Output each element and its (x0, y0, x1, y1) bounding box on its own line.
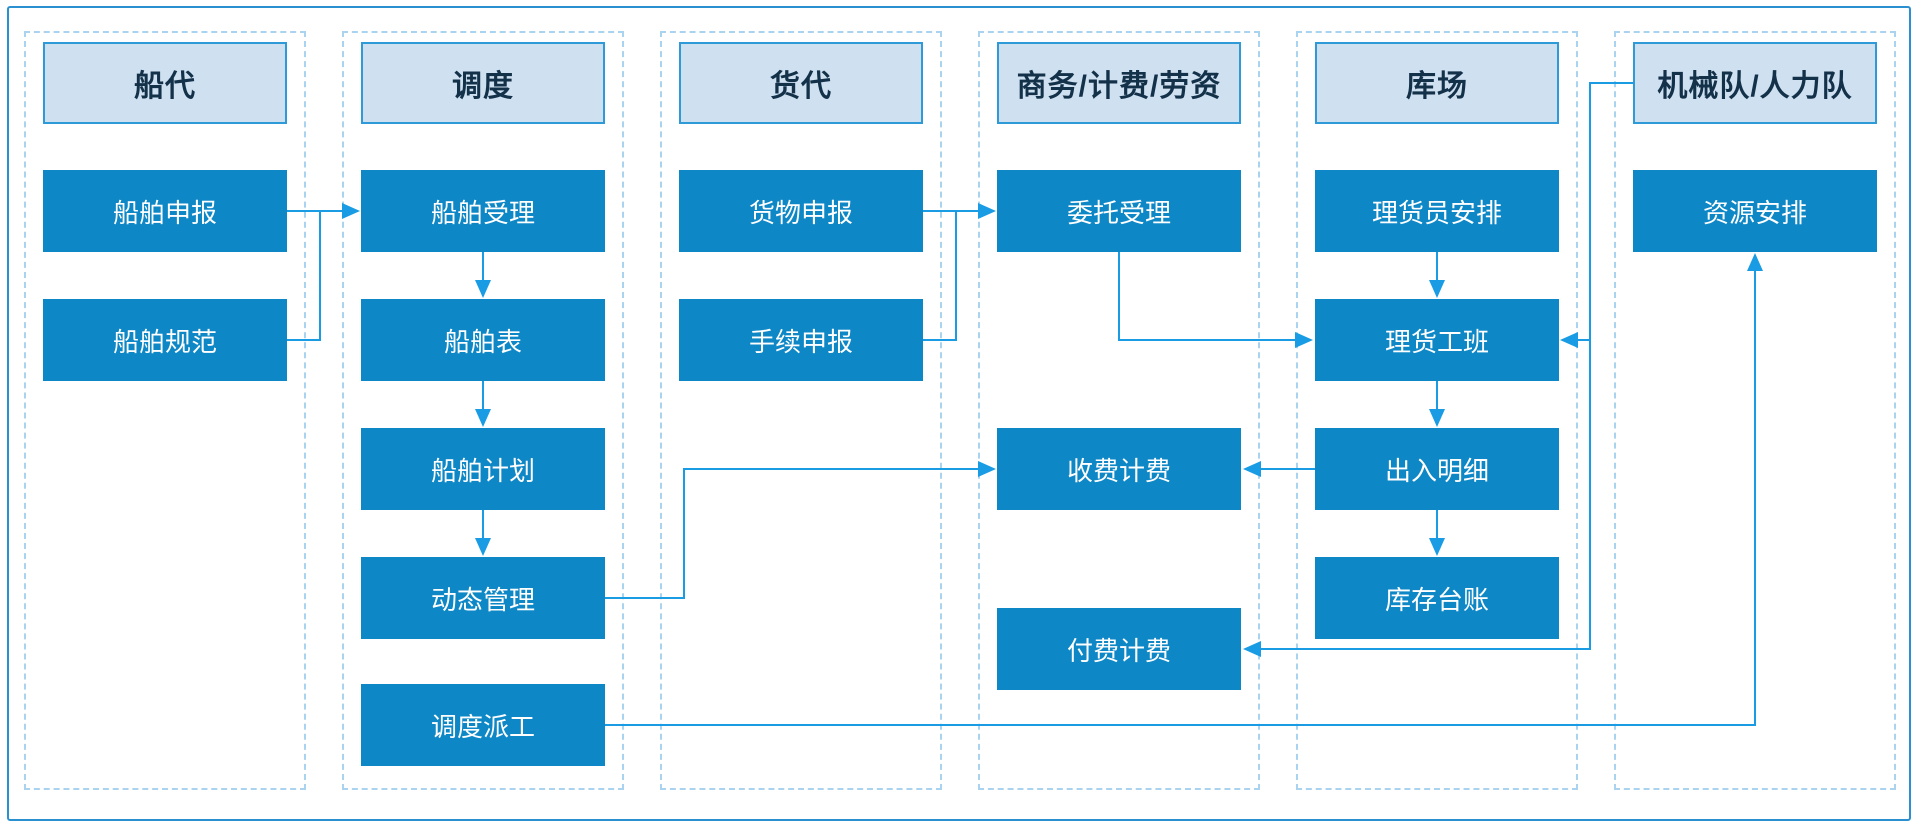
edge-ship-specification-branch (287, 212, 321, 341)
node-ship-declaration: 船舶申报 (43, 170, 287, 252)
node-tally-shift: 理货工班 (1315, 299, 1559, 381)
node-payment-billing: 付费计费 (997, 608, 1241, 690)
node-dispatch-assignment: 调度派工 (361, 684, 605, 766)
lane-header-machinery-manpower: 机械队/人力队 (1633, 42, 1877, 124)
node-ship-table: 船舶表 (361, 299, 605, 381)
node-tally-clerk-arrangement: 理货员安排 (1315, 170, 1559, 252)
edge-entrust-acceptance-to-tally-shift (1118, 252, 1313, 348)
node-entrust-acceptance: 委托受理 (997, 170, 1241, 252)
node-in-out-detail: 出入明细 (1315, 428, 1559, 510)
lane-ship-agent (24, 31, 306, 790)
node-resource-arrangement: 资源安排 (1633, 170, 1877, 252)
node-charge-billing: 收费计费 (997, 428, 1241, 510)
lane-dispatch (342, 31, 624, 790)
lane-header-ship-agent: 船代 (43, 42, 287, 124)
lane-business-billing-labor (978, 31, 1260, 790)
node-dynamic-management: 动态管理 (361, 557, 605, 639)
node-ship-specification: 船舶规范 (43, 299, 287, 381)
node-cargo-declaration: 货物申报 (679, 170, 923, 252)
lane-header-freight-forwarder: 货代 (679, 42, 923, 124)
edge-procedure-declaration-branch (923, 212, 957, 341)
node-inventory-ledger: 库存台账 (1315, 557, 1559, 639)
lane-yard (1296, 31, 1578, 790)
edge-dispatch-assignment-to-resource-arrangement (605, 253, 1763, 726)
edge-machinery-manpower-to-payment-billing (1243, 82, 1633, 657)
lane-header-yard: 库场 (1315, 42, 1559, 124)
diagram-outer-frame (7, 6, 1911, 821)
node-procedure-declaration: 手续申报 (679, 299, 923, 381)
node-ship-acceptance: 船舶受理 (361, 170, 605, 252)
lane-header-dispatch: 调度 (361, 42, 605, 124)
lane-freight-forwarder (660, 31, 942, 790)
node-ship-plan: 船舶计划 (361, 428, 605, 510)
lane-header-business-billing-labor: 商务/计费/劳资 (997, 42, 1241, 124)
edge-dynamic-management-to-charge-billing (605, 461, 996, 599)
lane-machinery-manpower (1614, 31, 1896, 790)
